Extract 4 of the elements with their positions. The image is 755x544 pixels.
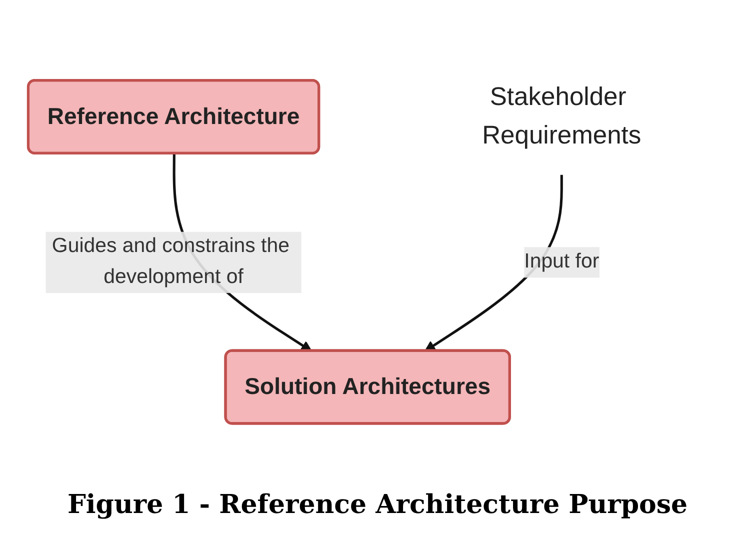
edge-label: Input for — [524, 250, 599, 272]
node-text: Stakeholder Requirements — [482, 83, 641, 150]
figure-caption: Figure 1 - Reference Architecture Purpose — [67, 490, 688, 520]
edge-label: Guides and constrains the development of — [51, 235, 289, 288]
